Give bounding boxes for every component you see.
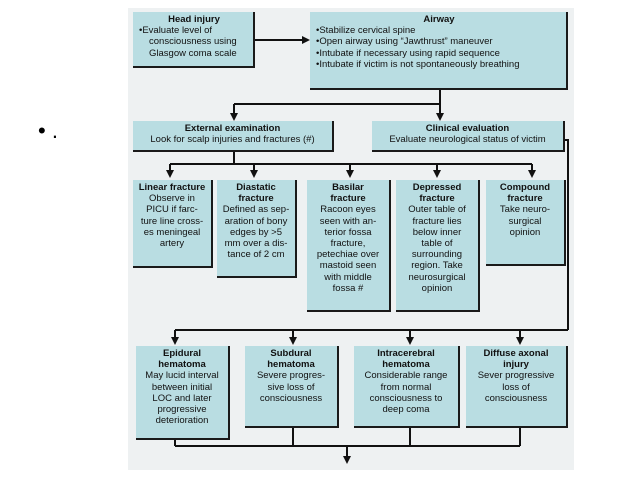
external-examination-title: External examination — [184, 123, 281, 134]
hematoma-text: Considerable range — [364, 370, 448, 382]
hematoma-text: deterioration — [155, 415, 209, 427]
hematoma-title: injury — [503, 359, 529, 371]
fracture-text: Defined as sep- — [222, 204, 290, 216]
fracture-text: aration of bony — [224, 215, 288, 227]
hematoma-text: from normal — [380, 381, 432, 393]
diastatic-fracture-box: Diastatic fracture Defined as sep- arati… — [217, 180, 297, 278]
line-clinical-eval-down — [565, 139, 569, 330]
airway-step: Open airway using “Jawthrust” maneuver — [316, 36, 562, 47]
hematoma-text: consciousness to — [369, 392, 443, 404]
hematoma-text: progressive — [157, 404, 207, 416]
hematoma-text: consciousness — [259, 392, 323, 404]
airway-step: Stabilize cervical spine — [316, 25, 562, 36]
fracture-title: fracture — [330, 193, 366, 205]
hematoma-text: consciousness — [484, 392, 548, 404]
fracture-title: fracture — [507, 193, 543, 205]
fracture-text: es meningeal — [143, 226, 201, 238]
fracture-title: Linear fracture — [138, 182, 206, 193]
fracture-title: fracture — [238, 193, 274, 205]
basilar-fracture-box: Basilar fracture Racoon eyes seen with a… — [307, 180, 391, 312]
hematoma-title: hematoma — [267, 359, 315, 371]
fracture-text: below inner — [412, 226, 462, 238]
head-injury-line: Evaluate level of — [139, 25, 249, 36]
external-examination-text: Look for scalp injuries and fractures (#… — [150, 134, 315, 146]
airway-step: Intubate if victim is not spontaneously … — [316, 59, 562, 70]
slide-bullet-marker: • . — [38, 118, 58, 143]
fracture-text: tance of 2 cm — [227, 249, 285, 261]
fracture-text: mastoid seen — [319, 260, 377, 272]
fracture-text: edges by >5 — [229, 226, 283, 238]
fracture-text: opinion — [509, 226, 541, 238]
fracture-title: Compound — [499, 182, 551, 193]
fracture-text: PICU if farc- — [146, 204, 198, 216]
fracture-title: fracture — [419, 193, 455, 205]
head-injury-title: Head injury — [168, 14, 220, 25]
fracture-text: seen with an- — [319, 215, 377, 227]
linear-fracture-box: Linear fracture Observe in PICU if farc-… — [133, 180, 213, 268]
fracture-title: Basilar — [332, 182, 364, 193]
hematoma-text: May lucid interval — [145, 370, 219, 382]
subdural-hematoma-box: Subdural hematoma Severe progres- sive l… — [245, 346, 339, 428]
fracture-title: Diastatic — [236, 182, 276, 193]
hematoma-text: Sever progressive — [477, 370, 555, 382]
fracture-text: ture line cross- — [140, 215, 204, 227]
fracture-text: surrounding — [411, 249, 463, 261]
fracture-text: surgical — [508, 215, 542, 227]
hematoma-text: between initial — [151, 381, 213, 393]
fracture-title: Depressed — [412, 182, 462, 193]
compound-fracture-box: Compound fracture Take neuro- surgical o… — [486, 180, 566, 266]
fracture-text: Take neuro- — [499, 204, 551, 216]
clinical-evaluation-text: Evaluate neurological status of victim — [389, 134, 546, 146]
clinical-evaluation-box: Clinical evaluation Evaluate neurologica… — [372, 121, 565, 152]
hematoma-text: loss of — [502, 381, 530, 393]
hematoma-text: Severe progres- — [256, 370, 326, 382]
hematoma-text: sive loss of — [267, 381, 315, 393]
hematoma-text: LOC and later — [152, 392, 212, 404]
hematoma-title: Epidural — [162, 348, 201, 359]
fracture-text: artery — [159, 238, 185, 250]
head-injury-box: Head injury Evaluate level of consciousn… — [133, 12, 255, 68]
hematoma-title: Intracerebral — [377, 348, 435, 359]
hematoma-title: hematoma — [382, 359, 430, 371]
head-injury-line: consciousness using — [149, 36, 237, 48]
fracture-text: Observe in — [149, 193, 195, 205]
fracture-text: Outer table of — [408, 204, 466, 216]
external-examination-box: External examination Look for scalp inju… — [133, 121, 334, 152]
clinical-evaluation-title: Clinical evaluation — [425, 123, 510, 134]
depressed-fracture-box: Depressed fracture Outer table of fractu… — [396, 180, 480, 312]
fracture-text: table of — [421, 238, 453, 250]
fracture-text: Racoon eyes — [320, 204, 376, 216]
fracture-text: opinion — [421, 282, 453, 294]
fracture-text: mm over a dis- — [224, 238, 288, 250]
diffuse-axonal-injury-box: Diffuse axonal injury Sever progressive … — [466, 346, 568, 428]
intracerebral-hematoma-box: Intracerebral hematoma Considerable rang… — [354, 346, 460, 428]
fracture-text: fracture, — [330, 238, 366, 250]
hematoma-title: Subdural — [270, 348, 312, 359]
airway-title: Airway — [423, 14, 455, 25]
fracture-text: neurosurgical — [408, 271, 466, 283]
fracture-text: fracture lies — [412, 215, 462, 227]
fracture-text: fossa # — [332, 282, 364, 294]
epidural-hematoma-box: Epidural hematoma May lucid interval bet… — [136, 346, 230, 440]
hematoma-text: deep coma — [382, 404, 430, 416]
hematoma-title: hematoma — [158, 359, 206, 371]
fracture-text: petechiae over — [316, 249, 380, 261]
hematoma-title: Diffuse axonal — [483, 348, 549, 359]
fracture-text: with middle — [324, 271, 372, 283]
fracture-text: region. Take — [411, 260, 463, 272]
head-injury-line: Glasgow coma scale — [149, 47, 237, 59]
airway-step: Intubate if necessary using rapid sequen… — [316, 48, 562, 59]
fracture-text: terior fossa — [324, 226, 372, 238]
airway-box: Airway Stabilize cervical spine Open air… — [310, 12, 568, 90]
